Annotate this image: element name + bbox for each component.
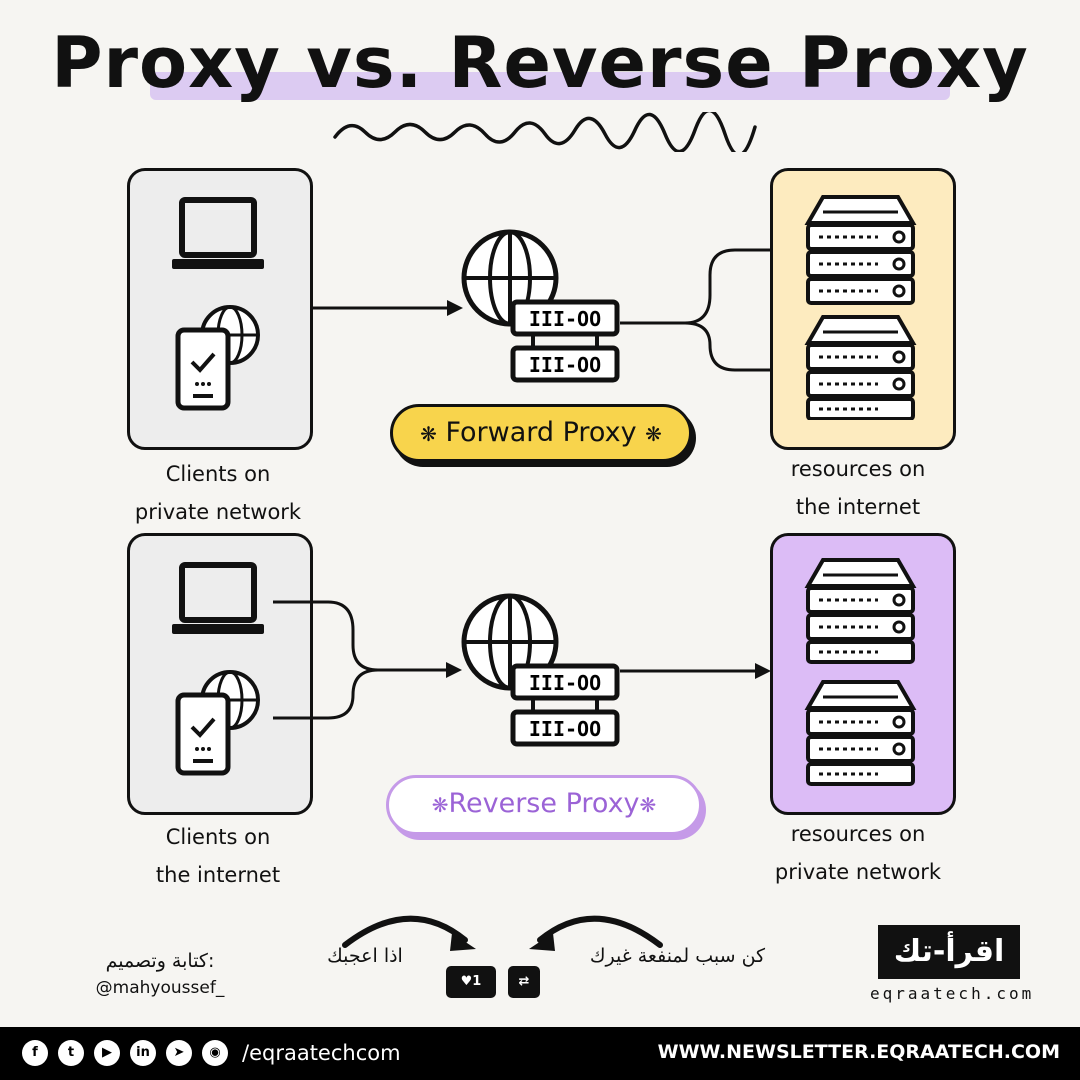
phone-globe-icon bbox=[175, 305, 260, 411]
reverse-proxy-pill: ❋Reverse Proxy❋ bbox=[386, 775, 702, 835]
brand-url[interactable]: eqraatech.com bbox=[870, 984, 1035, 1003]
proxy-server-text: III-OO bbox=[529, 671, 601, 695]
forward-arrow-in bbox=[310, 300, 463, 316]
footer-bar: f t ▶ in ➤ ◉ /eqraatechcom WWW.NEWSLETTE… bbox=[0, 1027, 1080, 1080]
laptop-icon bbox=[172, 562, 264, 634]
linkedin-icon[interactable]: in bbox=[130, 1040, 156, 1066]
curved-arrow-left bbox=[342, 915, 476, 951]
newsletter-link[interactable]: WWW.NEWSLETTER.EQRAATECH.COM bbox=[657, 1041, 1060, 1063]
proxy-server-text: III-OO bbox=[529, 307, 601, 331]
reverse-proxy-icon: III-OO III-OO bbox=[461, 593, 620, 747]
github-icon[interactable]: ◉ bbox=[202, 1040, 228, 1066]
facebook-icon[interactable]: f bbox=[22, 1040, 48, 1066]
phone-globe-icon bbox=[175, 670, 260, 776]
squiggle-underline bbox=[333, 112, 757, 152]
laptop-icon bbox=[172, 197, 264, 269]
proxy-server-text: III-OO bbox=[529, 353, 601, 377]
proxy-server-text: III-OO bbox=[529, 717, 601, 741]
twitter-icon[interactable]: t bbox=[58, 1040, 84, 1066]
brand-logo: اقرأ-تك bbox=[878, 925, 1020, 979]
forward-proxy-pill: ❋ Forward Proxy ❋ bbox=[390, 404, 692, 462]
footer-handle[interactable]: /eqraatechcom bbox=[242, 1041, 401, 1065]
reverse-arrow-out bbox=[620, 663, 771, 679]
server-rack-icon bbox=[804, 195, 917, 420]
curved-arrow-right bbox=[529, 915, 663, 951]
heart-icon: ♥ bbox=[460, 974, 473, 989]
like-prompt: اذا اعجبك bbox=[327, 945, 403, 967]
share-prompt: كن سبب لمنفعة غيرك bbox=[589, 945, 766, 967]
page-title: Proxy vs. Reverse Proxy bbox=[51, 22, 1029, 104]
author-credit: كتابة وتصميم: @mahyoussef_ bbox=[95, 950, 225, 998]
like-button[interactable]: ♥1 bbox=[446, 966, 496, 998]
telegram-icon[interactable]: ➤ bbox=[166, 1040, 192, 1066]
forward-proxy-icon: III-OO III-OO bbox=[461, 229, 620, 383]
youtube-icon[interactable]: ▶ bbox=[94, 1040, 120, 1066]
server-rack-icon bbox=[804, 558, 917, 786]
retweet-button[interactable]: ⇄ bbox=[508, 966, 540, 998]
reverse-arrows-in bbox=[273, 600, 462, 720]
title-highlight bbox=[150, 72, 950, 100]
retweet-icon: ⇄ bbox=[518, 974, 530, 989]
